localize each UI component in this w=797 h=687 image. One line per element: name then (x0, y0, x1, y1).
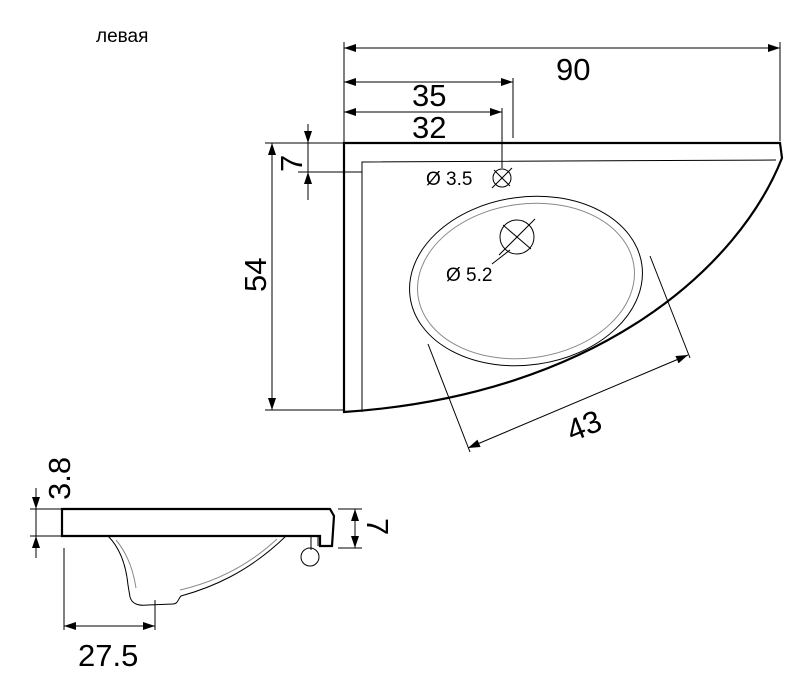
tap-hole-icon (491, 167, 513, 189)
bowl-outer-ellipse (409, 195, 643, 367)
side-view: 3.8 7 27.5 (30, 457, 395, 673)
dim-depth-total: 54 (238, 258, 273, 292)
dim-tap-offset: 35 (412, 78, 446, 113)
basin-outline (342, 141, 784, 414)
dim-front-height: 7 (360, 518, 395, 535)
side-bowl-profile (107, 535, 287, 606)
drain-hole-icon (491, 218, 536, 265)
side-overflow-knob (300, 547, 320, 567)
dim-bowl-length: 43 (562, 403, 607, 448)
bowl-inner-ellipse (417, 202, 635, 360)
variant-caption: левая (96, 26, 148, 47)
dim-line-bowl-length (467, 354, 689, 449)
dim-rim-thickness: 3.8 (42, 457, 77, 500)
basin-inner-rim (361, 159, 777, 412)
drain-label: Ø 5.2 (446, 265, 492, 286)
dim-bowl-width: 27.5 (78, 638, 138, 673)
dim-width-total: 90 (556, 52, 590, 87)
dim-drain-offset: 32 (412, 110, 446, 145)
tap-hole-label: Ø 3.5 (426, 169, 472, 190)
side-top-slab (60, 507, 336, 548)
dim-rim-depth: 7 (274, 155, 309, 172)
top-view: Ø 3.5 Ø 5.2 90 35 32 7 54 (238, 42, 784, 453)
side-bowl-inner (115, 538, 278, 591)
